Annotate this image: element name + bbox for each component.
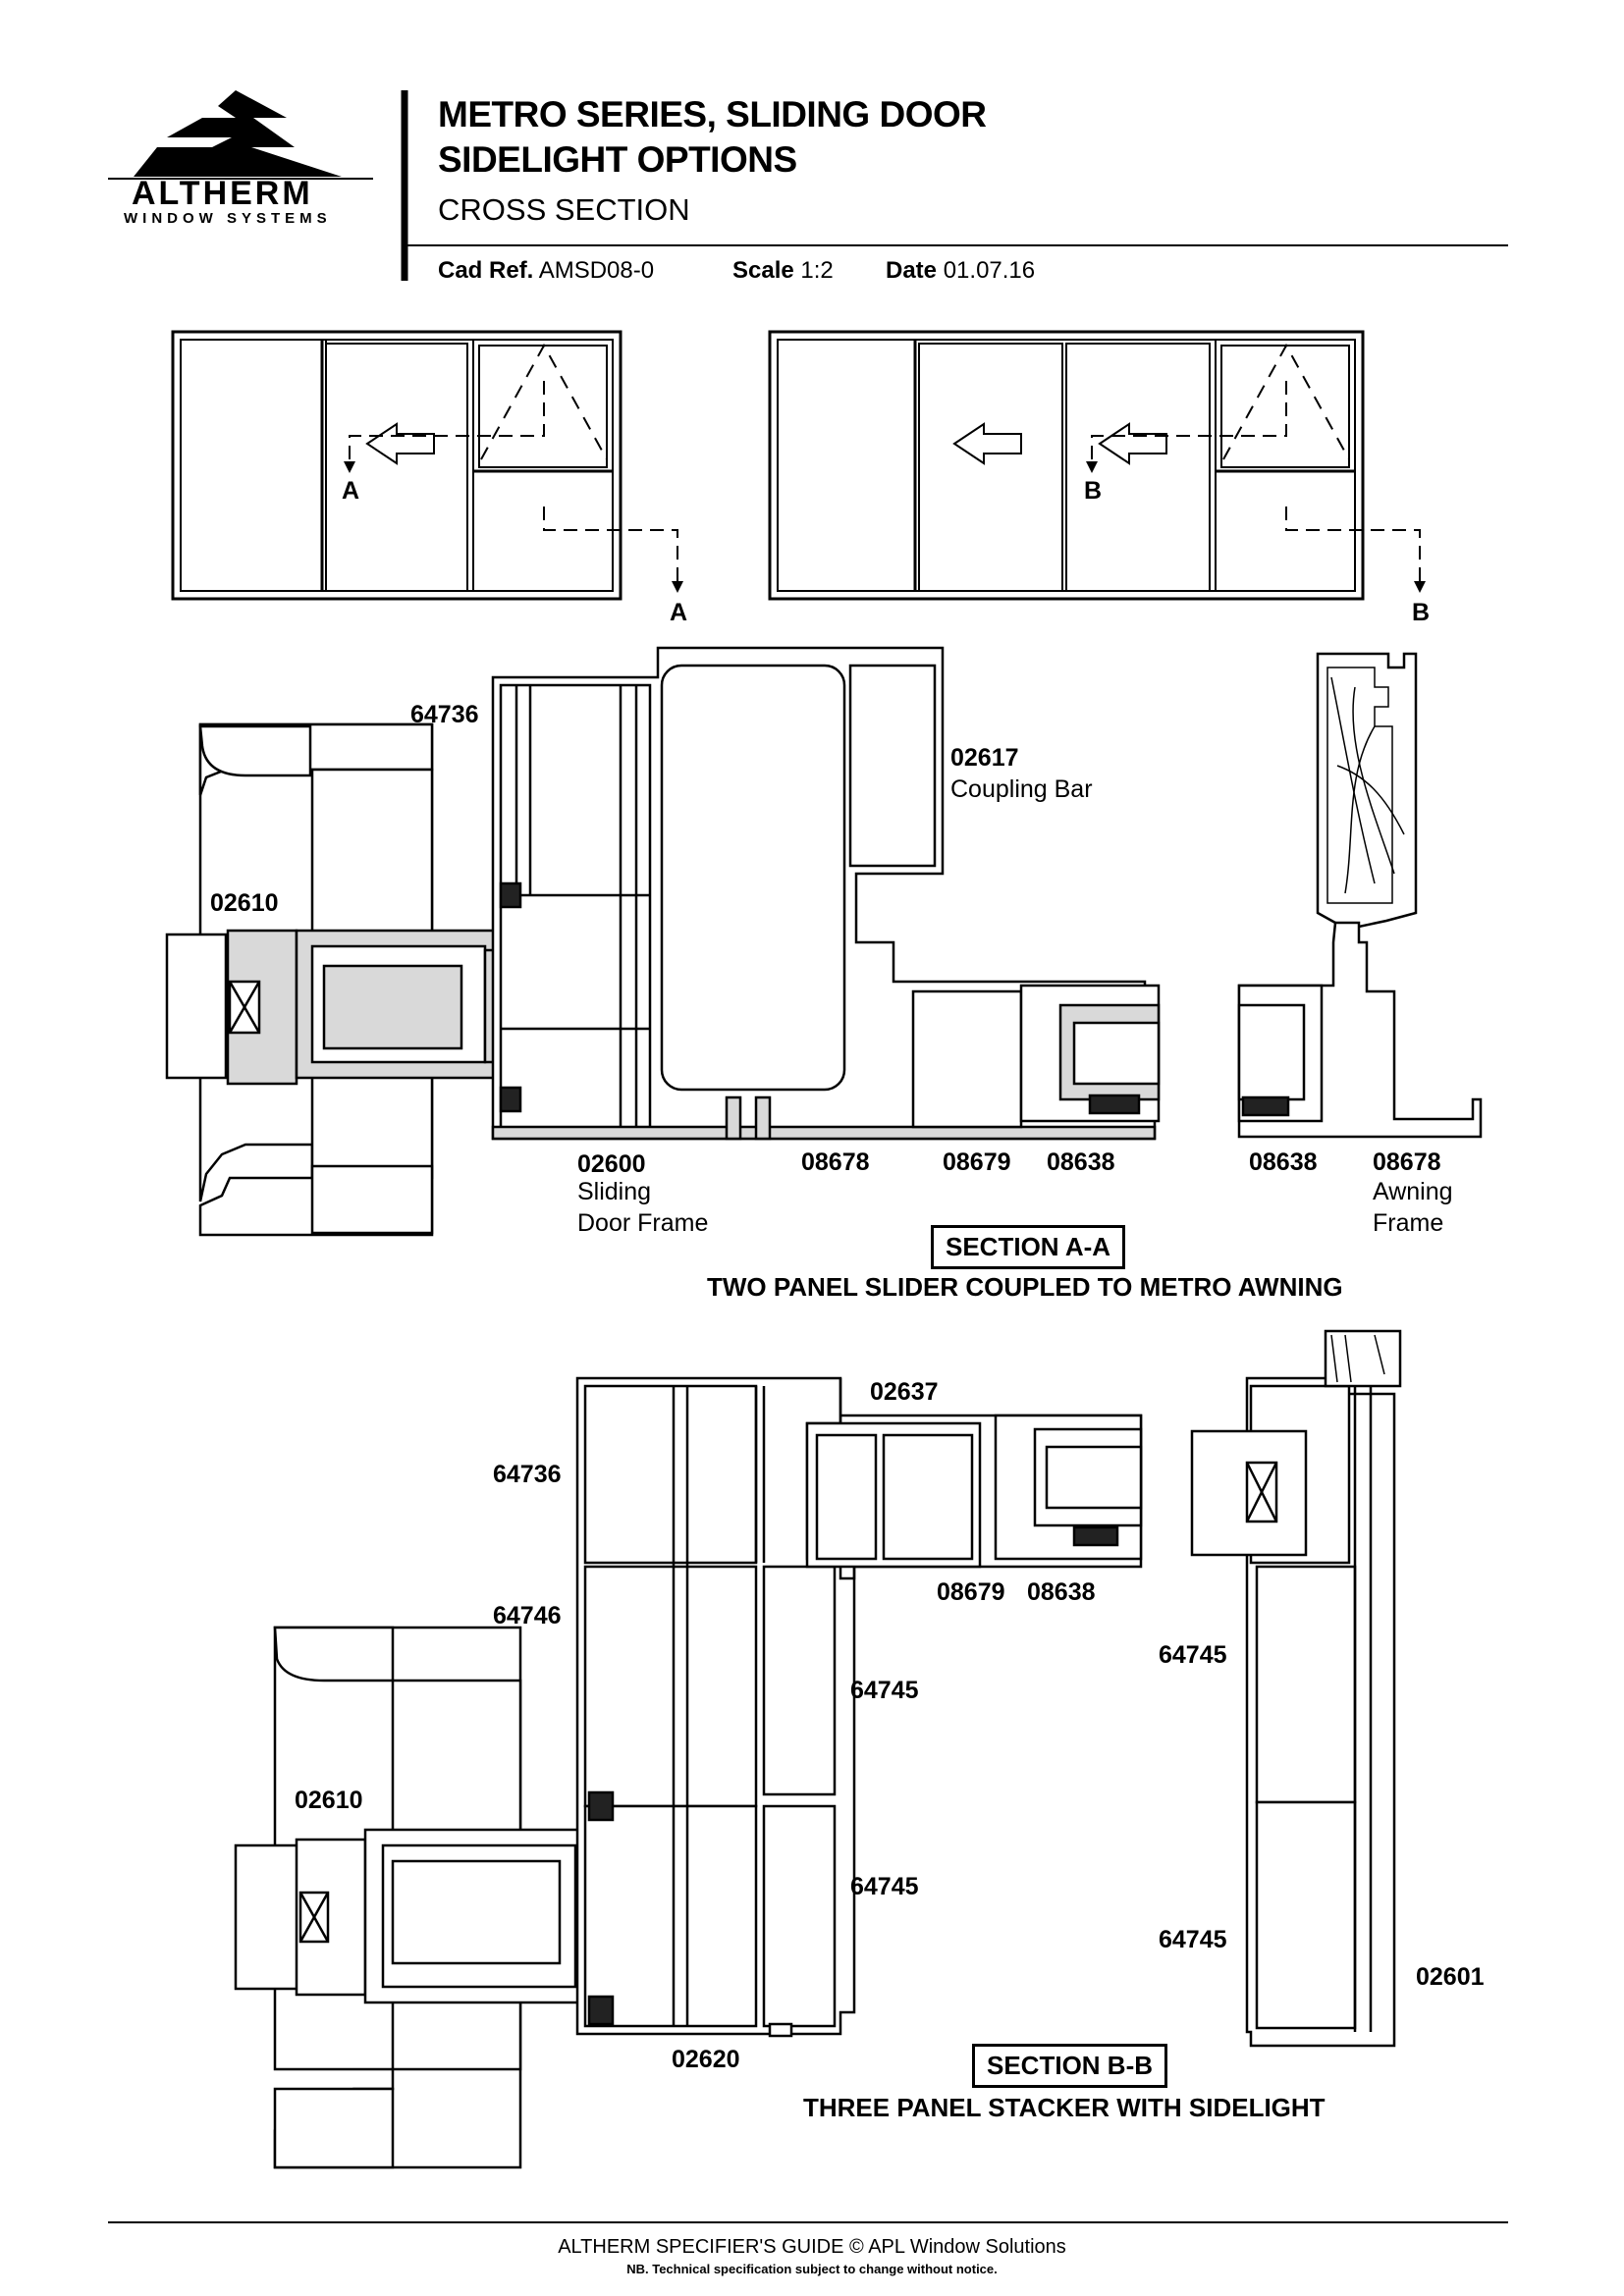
section-a-caption: TWO PANEL SLIDER COUPLED TO METRO AWNING — [707, 1272, 1343, 1302]
scale: Scale 1:2 — [732, 257, 834, 285]
label-02617-desc: Coupling Bar — [950, 775, 1093, 803]
label-02637: 02637 — [870, 1378, 939, 1406]
section-a-profiles — [165, 646, 1483, 1237]
label-64745-b: 64745 — [850, 1873, 919, 1900]
label-08679-a: 08679 — [943, 1148, 1011, 1176]
label-02610-a: 02610 — [210, 889, 279, 917]
elevation-left — [171, 330, 683, 601]
page-title-line2: SIDELIGHT OPTIONS — [438, 139, 797, 180]
section-a-title: SECTION A-A — [931, 1225, 1126, 1269]
date-value: 01.07.16 — [943, 257, 1036, 284]
marker-a-inner: A — [342, 477, 360, 505]
label-08638-a2: 08638 — [1249, 1148, 1318, 1176]
marker-b-outer: B — [1412, 599, 1431, 626]
footer-line2: NB. Technical specification subject to c… — [626, 2262, 998, 2276]
date: Date 01.07.16 — [886, 257, 1035, 285]
label-64745-c: 64745 — [1159, 1641, 1227, 1669]
label-08679-b: 08679 — [937, 1578, 1005, 1606]
logo-tagline: WINDOW SYSTEMS — [124, 210, 332, 227]
logo-underline — [108, 178, 373, 180]
awning-timber — [1330, 676, 1405, 894]
section-b-title: SECTION B-B — [972, 2044, 1167, 2088]
date-label: Date — [886, 257, 938, 284]
label-08678-a: 08678 — [801, 1148, 870, 1176]
footer-line1: ALTHERM SPECIFIER'S GUIDE © APL Window S… — [558, 2236, 1066, 2258]
label-08638-a1: 08638 — [1047, 1148, 1115, 1176]
marker-a-outer: A — [670, 599, 688, 626]
label-64745-a: 64745 — [850, 1677, 919, 1704]
scale-label: Scale — [732, 257, 794, 284]
label-64736-a: 64736 — [410, 701, 479, 728]
altherm-logo-mark — [134, 90, 342, 177]
label-08678-b: 08678 — [1373, 1148, 1441, 1176]
label-08678-desc1: Awning — [1373, 1178, 1453, 1205]
label-02617: 02617 — [950, 744, 1019, 772]
label-02600: 02600 — [577, 1150, 646, 1178]
section-b-caption: THREE PANEL STACKER WITH SIDELIGHT — [803, 2093, 1326, 2122]
label-64736-b: 64736 — [493, 1461, 562, 1488]
page-title-line1: METRO SERIES, SLIDING DOOR — [438, 94, 987, 134]
cad-ref-value: AMSD08-0 — [538, 257, 655, 284]
label-64745-d: 64745 — [1159, 1926, 1227, 1953]
label-02600-desc2: Door Frame — [577, 1209, 709, 1237]
label-02601: 02601 — [1416, 1963, 1485, 1991]
label-64746: 64746 — [493, 1602, 562, 1629]
label-08638-b: 08638 — [1027, 1578, 1096, 1606]
cad-ref: Cad Ref. AMSD08-0 — [438, 257, 654, 285]
elevation-right — [768, 330, 1426, 601]
page-subtitle: CROSS SECTION — [438, 192, 690, 227]
section-b-profiles — [234, 1329, 1402, 2169]
label-08678-desc2: Frame — [1373, 1209, 1444, 1237]
label-02610-b: 02610 — [295, 1787, 363, 1814]
scale-value: 1:2 — [800, 257, 834, 284]
cad-ref-label: Cad Ref. — [438, 257, 534, 284]
marker-b-inner: B — [1084, 477, 1103, 505]
logo-wordmark: ALTHERM — [132, 175, 313, 212]
label-02620: 02620 — [672, 2046, 740, 2073]
label-02600-desc1: Sliding — [577, 1178, 652, 1205]
